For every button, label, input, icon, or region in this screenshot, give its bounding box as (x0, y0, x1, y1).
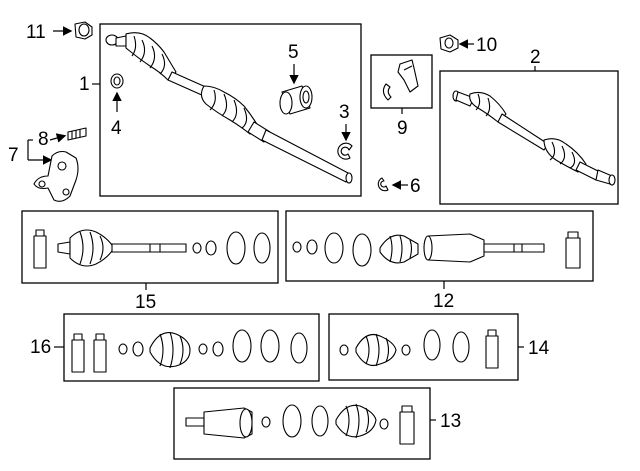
callout-13: 13 (440, 411, 461, 432)
callout-3: 3 (339, 102, 350, 123)
nut-4-icon: 4 (110, 73, 124, 139)
callout-14: 14 (528, 338, 550, 359)
callout-1: 1 (79, 74, 90, 95)
callout-10: 10 (476, 35, 497, 56)
callout-11: 11 (26, 22, 46, 43)
kit-13-parts-icon (185, 403, 415, 445)
hub-nut-10-icon: 10 (439, 34, 497, 56)
callout-15: 15 (135, 292, 156, 313)
callout-16: 16 (30, 337, 51, 358)
kit-12-parts-icon (292, 231, 581, 269)
callout-2: 2 (530, 47, 541, 68)
callout-8: 8 (38, 129, 49, 150)
box-axle-right (439, 70, 619, 205)
clamp-9-icon (382, 59, 419, 101)
snap-ring-3-icon: 3 (337, 102, 353, 160)
kit-14-parts-icon (339, 329, 499, 369)
bearing-5-icon: 5 (279, 42, 313, 115)
callout-12: 12 (433, 291, 454, 312)
axle-shaft-left-icon (105, 32, 353, 184)
flange-nut-11-icon: 11 (26, 21, 93, 43)
box-kit-15 (21, 210, 279, 284)
kit-15-parts-icon (33, 229, 271, 269)
kit-16-parts-icon (71, 329, 308, 373)
box-kit-12 (285, 210, 594, 282)
callout-4: 4 (111, 118, 122, 139)
axle-shaft-right-icon (452, 90, 616, 186)
callout-7: 7 (8, 145, 19, 166)
bracket-7-icon: 7 8 (8, 127, 87, 202)
circlip-6-icon: 6 (377, 176, 421, 197)
box-axle-left (99, 23, 362, 197)
box-kit-13 (173, 387, 431, 460)
callout-9: 9 (397, 118, 408, 139)
callout-6: 6 (410, 176, 421, 197)
callout-5: 5 (288, 42, 299, 63)
